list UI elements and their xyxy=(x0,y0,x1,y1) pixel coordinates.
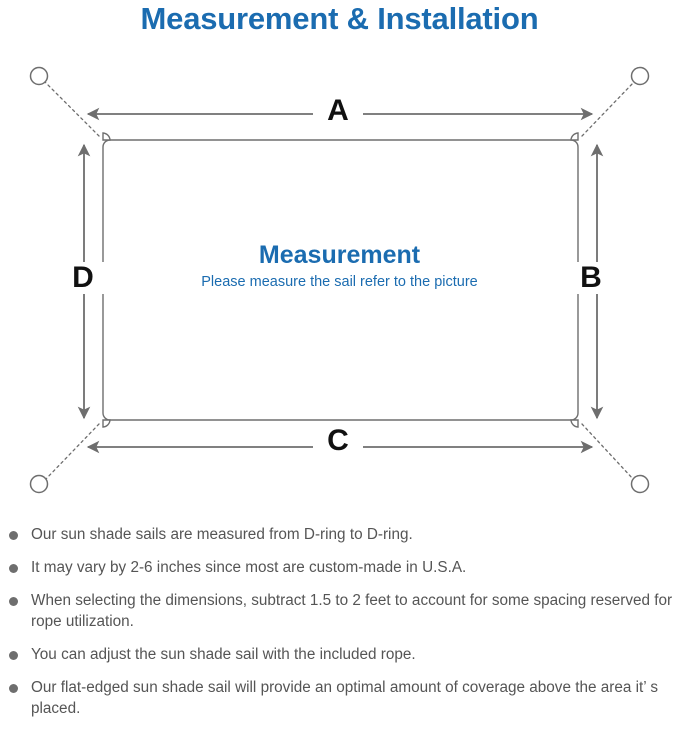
note-text: Our flat-edged sun shade sail will provi… xyxy=(31,679,658,717)
list-item: Our sun shade sails are measured from D-… xyxy=(0,524,679,545)
anchor-point-bottom-right xyxy=(630,474,650,494)
rope-bottom-right xyxy=(581,423,635,481)
rope-bottom-left xyxy=(44,423,100,481)
dimension-label-b: B xyxy=(570,262,612,294)
d-ring-bottom-left xyxy=(102,419,111,428)
bullet-icon xyxy=(9,531,18,540)
list-item: You can adjust the sun shade sail with t… xyxy=(0,644,679,665)
dimension-label-d: D xyxy=(62,262,104,294)
rope-top-right xyxy=(581,81,635,137)
note-text: It may vary by 2-6 inches since most are… xyxy=(31,559,467,576)
note-text: Our sun shade sails are measured from D-… xyxy=(31,526,413,543)
note-text: You can adjust the sun shade sail with t… xyxy=(31,646,416,663)
d-ring-top-left xyxy=(102,132,111,141)
anchor-point-bottom-left xyxy=(29,474,49,494)
page-title: Measurement & Installation xyxy=(140,1,539,36)
d-ring-bottom-right xyxy=(570,419,579,428)
anchor-point-top-right xyxy=(630,66,650,86)
note-text: When selecting the dimensions, subtract … xyxy=(31,592,673,630)
list-item: When selecting the dimensions, subtract … xyxy=(0,590,679,632)
list-item: It may vary by 2-6 inches since most are… xyxy=(0,557,679,578)
bullet-icon xyxy=(9,564,18,573)
bullet-icon xyxy=(9,651,18,660)
dimension-label-a: A xyxy=(313,95,363,127)
bullet-icon xyxy=(9,597,18,606)
bullet-icon xyxy=(9,684,18,693)
anchor-point-top-left xyxy=(29,66,49,86)
dimension-label-c: C xyxy=(313,425,363,457)
list-item: Our flat-edged sun shade sail will provi… xyxy=(0,677,679,719)
notes-list: Our sun shade sails are measured from D-… xyxy=(0,524,679,731)
rope-top-left xyxy=(44,81,100,137)
d-ring-top-right xyxy=(570,132,579,141)
sail-rectangle xyxy=(102,139,579,421)
